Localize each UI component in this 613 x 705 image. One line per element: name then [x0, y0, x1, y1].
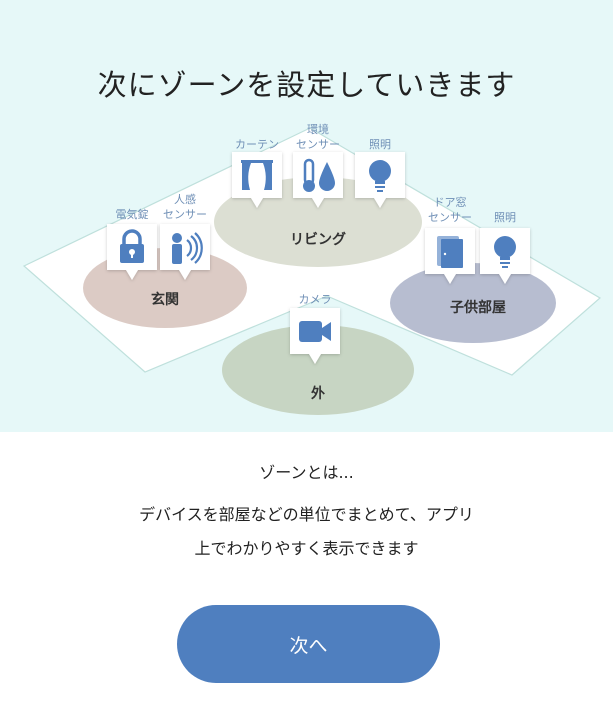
light-bulb-icon — [369, 160, 391, 192]
zone-name-outside: 外 — [311, 385, 325, 402]
description-line: デバイスを部屋などの単位でまとめて、アプリ — [139, 505, 474, 524]
device-label: センサー — [428, 211, 472, 224]
zone-living-area — [214, 177, 422, 267]
device-label: センサー — [296, 138, 340, 151]
device-pin-curtain — [232, 152, 282, 208]
lock-icon — [120, 229, 144, 263]
device-label: カメラ — [299, 293, 332, 306]
device-label: 人感 — [174, 193, 196, 206]
zone-name-living: リビング — [290, 231, 346, 248]
device-pin-lock — [107, 224, 157, 280]
zone-name-kids-room: 子供部屋 — [450, 299, 506, 316]
device-label: センサー — [163, 208, 207, 221]
zone-definition-heading: ゾーンとは... — [259, 463, 354, 482]
device-pin-door-sensor — [425, 228, 475, 284]
curtain-icon — [241, 160, 273, 190]
zone-outside-area — [222, 325, 414, 415]
thermometer-drop-icon — [303, 158, 335, 192]
page-title: 次にゾーンを設定していきます — [97, 68, 516, 102]
device-label: 電気錠 — [116, 207, 149, 221]
zone-description: デバイスを部屋などの単位でまとめて、アプリ 上でわかりやすく表示できます — [0, 498, 613, 566]
next-button[interactable]: 次へ — [177, 605, 440, 683]
device-label: 環境 — [307, 122, 329, 136]
motion-sensor-icon — [172, 232, 203, 264]
device-label: カーテン — [235, 138, 279, 151]
light-bulb-icon — [494, 236, 516, 268]
device-pin-camera — [290, 308, 340, 364]
door-icon — [437, 236, 463, 268]
device-pin-light — [355, 152, 405, 208]
zone-name-entrance: 玄関 — [151, 291, 179, 308]
device-label: 照明 — [369, 138, 391, 151]
description-line: 上でわかりやすく表示できます — [194, 539, 419, 558]
device-pin-light — [480, 228, 530, 284]
device-pin-motion-sensor — [160, 224, 210, 280]
zone-illustration: 玄関 リビング 子供部屋 外 電気錠 人感 センサー カーテン 環境 センサー … — [22, 122, 602, 415]
video-camera-icon — [299, 321, 331, 342]
zone-kids-room-area — [390, 263, 556, 343]
device-label: 照明 — [494, 211, 516, 224]
device-pin-environment-sensor — [293, 152, 343, 208]
device-label: ドア窓 — [434, 195, 467, 209]
